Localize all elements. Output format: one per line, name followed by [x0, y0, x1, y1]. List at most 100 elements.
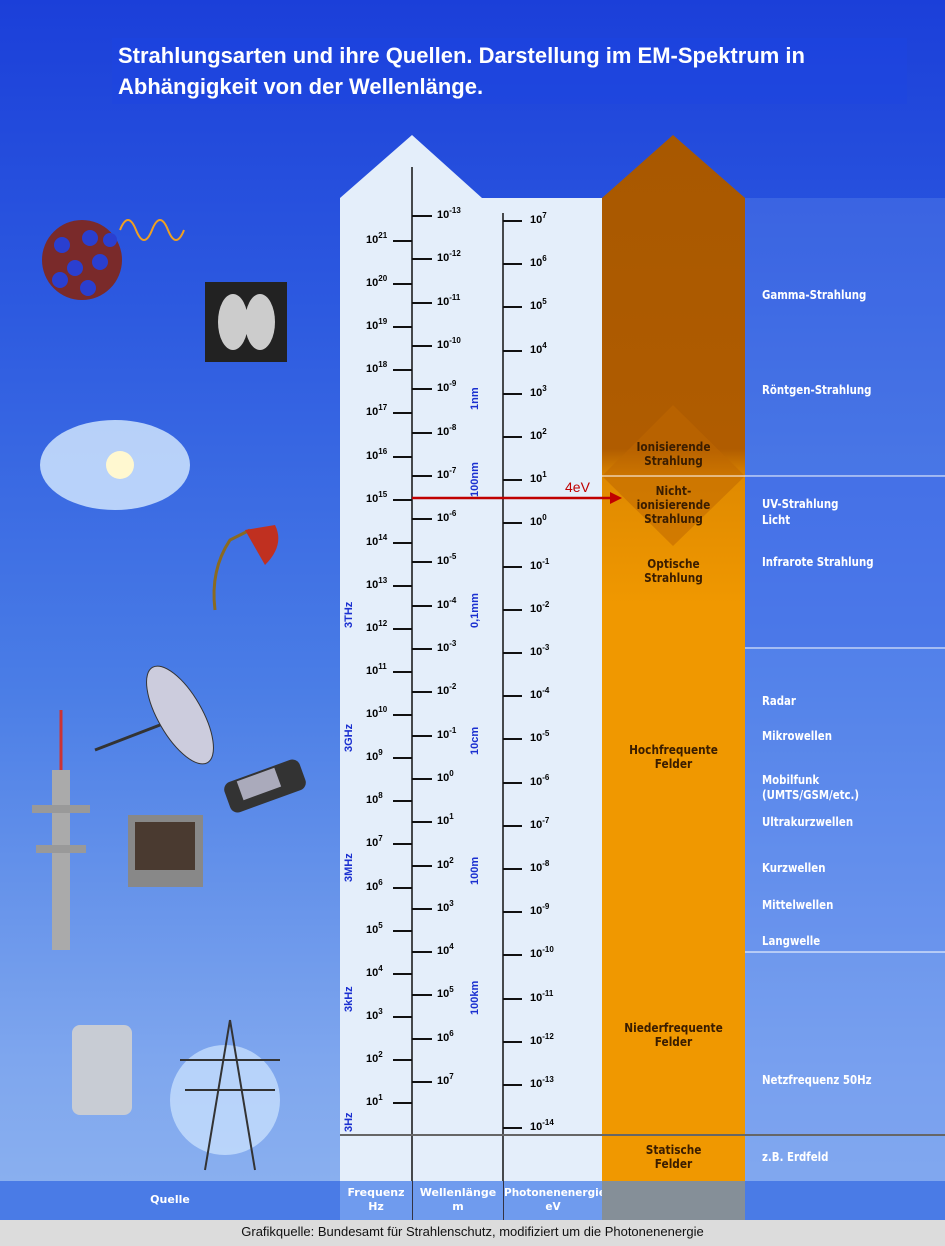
wavelength-tick [412, 604, 432, 607]
radio-tower-icon [32, 710, 90, 950]
energy-tick [503, 997, 522, 1000]
wavelength-marker: 0,1mm [469, 593, 481, 628]
wavelength-marker: 10cm [469, 726, 481, 755]
energy-tick [503, 479, 522, 482]
energy-tick [503, 349, 522, 352]
energy-tick-label: 104 [530, 340, 547, 356]
tv-icon [128, 815, 203, 887]
transformer-icon [72, 1025, 132, 1115]
frequency-tick-label: 1020 [366, 274, 388, 290]
frequency-tick-label: 1012 [366, 618, 388, 634]
scale-column [340, 135, 602, 1181]
frequency-tick [393, 627, 412, 630]
wavelength-tick [412, 691, 432, 694]
wavelength-tick [412, 301, 432, 304]
frequency-tick [393, 1015, 412, 1018]
uv-label: UV-Strahlung [762, 497, 839, 511]
xray-image-icon [205, 282, 287, 362]
wavelength-tick [412, 1081, 432, 1083]
wavelength-tick-label: 10-7 [437, 465, 457, 481]
energy-tick [503, 436, 522, 438]
source-header: Quelle [150, 1193, 190, 1206]
static-panel [745, 1136, 945, 1181]
energy-tick-label: 10-13 [530, 1075, 554, 1090]
wavelength-tick-label: 10-5 [437, 552, 457, 568]
ukw-label: Ultrakurzwellen [762, 815, 854, 829]
wavelength-tick [412, 821, 432, 824]
frequency-tick [393, 800, 412, 803]
ionizing-panel [745, 198, 945, 476]
wavelength-marker: 1nm [469, 387, 481, 410]
wavelength-tick [412, 648, 432, 650]
wavelength-marker: 100km [469, 980, 481, 1015]
light-label: Licht [762, 513, 791, 527]
lamp-icon [212, 525, 279, 611]
energy-tick [503, 954, 522, 957]
frequency-marker: 3kHz [343, 986, 355, 1012]
frequency-tick [393, 843, 412, 846]
wavelength-tick-label: 10-13 [437, 206, 461, 221]
wavelength-tick-label: 101 [437, 812, 454, 828]
wavelength-tick-label: 10-6 [437, 509, 457, 525]
frequency-tick-label: 106 [366, 877, 383, 893]
energy-tick-label: 10-11 [530, 988, 554, 1004]
frequency-tick-label: 1013 [366, 575, 388, 591]
wavelength-marker: 100m [469, 856, 481, 885]
wavelength-tick-label: 10-11 [437, 292, 461, 308]
wavelength-tick-label: 103 [437, 898, 454, 914]
frequency-tick-label: 1010 [366, 705, 388, 721]
energy-tick-label: 102 [530, 427, 547, 442]
category-header [602, 1181, 745, 1220]
frequency-tick [393, 455, 412, 458]
energy-tick-label: 10-6 [530, 772, 550, 788]
frequency-tick-label: 1017 [366, 403, 388, 419]
frequency-tick-label: 1019 [366, 317, 388, 333]
wavelength-tick-label: 105 [437, 985, 454, 1001]
frequency-tick-label: 101 [366, 1093, 383, 1108]
infrared-label: Infrarote Strahlung [762, 555, 874, 569]
energy-tick [503, 306, 522, 309]
wavelength-tick [412, 864, 432, 867]
microwave-label: Mikrowellen [762, 729, 832, 743]
energy-tick-label: 100 [530, 513, 547, 529]
energy-tick [503, 695, 522, 698]
frequency-tick-label: 102 [366, 1049, 383, 1065]
wavelength-tick [412, 518, 432, 521]
energy-tick [503, 652, 522, 654]
atom-nucleus-icon [42, 219, 185, 300]
wavelength-tick-label: 107 [437, 1072, 454, 1087]
wavelength-tick-label: 10-9 [437, 379, 457, 395]
energy-header-label: Photonenenergie [504, 1187, 606, 1199]
wavelength-tick [412, 777, 432, 780]
frequency-tick [393, 369, 412, 372]
frequency-tick-label: 104 [366, 963, 383, 979]
energy-tick-label: 10-14 [530, 1118, 554, 1134]
frequency-marker: 3MHz [343, 853, 355, 882]
wavelength-tick-label: 10-12 [437, 249, 461, 265]
static-label: Statische Felder [645, 1143, 702, 1171]
wavelength-tick-label: 104 [437, 942, 454, 958]
energy-tick [503, 824, 522, 827]
frequency-tick [393, 929, 412, 932]
wavelength-tick-label: 10-3 [437, 639, 457, 654]
frequency-tick [393, 240, 412, 242]
radar-label: Radar [762, 694, 796, 708]
wavelength-tick-label: 10-8 [437, 422, 457, 438]
wavelength-tick-label: 10-1 [437, 725, 457, 741]
hf-label: Hochfrequente Felder [629, 743, 718, 771]
wavelength-tick [412, 474, 432, 477]
energy-tick [503, 608, 522, 611]
frequency-tick-label: 1014 [366, 532, 388, 548]
wavelength-tick-label: 100 [437, 768, 454, 784]
wavelength-tick [412, 951, 432, 954]
energy-tick [503, 522, 522, 525]
wavelength-tick [412, 1037, 432, 1040]
ionizing-label: Ionisierende Strahlung [636, 440, 711, 468]
frequency-tick [393, 326, 412, 329]
energy-tick-label: 10-4 [530, 686, 550, 702]
frequency-tick-label: 107 [366, 834, 383, 850]
energy-tick-label: 10-1 [530, 556, 550, 572]
wavelength-tick-label: 106 [437, 1028, 454, 1044]
